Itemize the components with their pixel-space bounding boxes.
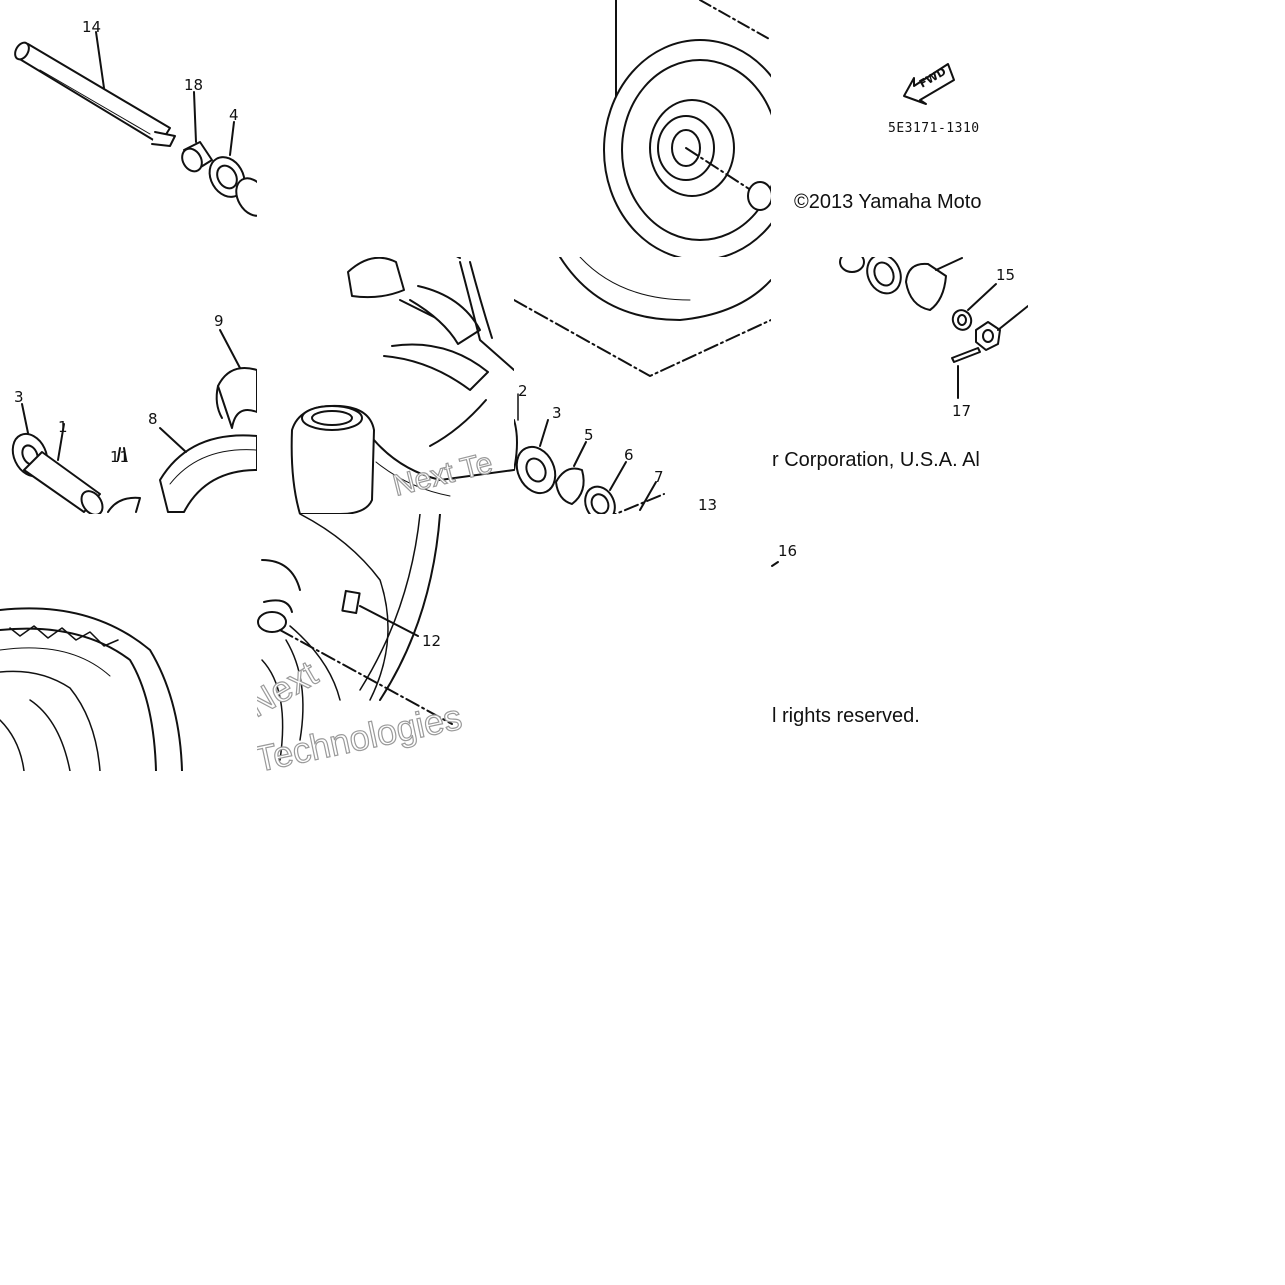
watermark: Techn Next Te ologies Next Technologies [257, 263, 691, 771]
axle-group [14, 31, 257, 217]
callout-11: 11 [110, 448, 129, 466]
fwd-arrow-icon [903, 63, 955, 105]
callout-labels: 14 18 4 9 3 1 11 8 2 3 5 6 7 13 15 17 16… [14, 18, 1015, 650]
callout-9: 9 [214, 312, 224, 330]
callout-6: 6 [624, 446, 634, 464]
callout-17: 17 [952, 402, 971, 420]
callout-18: 18 [184, 76, 203, 94]
wheel-spokes [257, 514, 453, 761]
callout-3b: 3 [552, 404, 562, 422]
svg-text:ologies: ologies [513, 506, 612, 555]
collar-part [181, 91, 213, 173]
callout-7: 7 [654, 468, 664, 486]
right-hub-parts [514, 257, 771, 514]
left-hub-parts [11, 329, 257, 514]
axle-nut-parts [839, 257, 1028, 399]
callout-13: 13 [698, 496, 717, 514]
callout-14: 14 [82, 18, 101, 36]
callout-1: 1 [58, 418, 68, 436]
wheel-left [0, 607, 183, 771]
copyright-line-1: ©2013 Yamaha Moto [794, 191, 981, 213]
part-code: 5E3171-1310 [888, 121, 980, 136]
callout-3: 3 [14, 388, 24, 406]
brake-disk [603, 0, 771, 257]
callout-16: 16 [778, 542, 797, 560]
callout-12: 12 [422, 632, 441, 650]
callout-8: 8 [148, 410, 158, 428]
callout-2: 2 [518, 382, 528, 400]
callout-15: 15 [996, 266, 1015, 284]
copyright-line-2: r Corporation, U.S.A. Al [772, 449, 980, 471]
copyright-line-3: l rights reserved. [772, 705, 920, 727]
svg-text:Techn: Techn [582, 263, 691, 334]
callout-5: 5 [584, 426, 594, 444]
bearing-part [208, 121, 246, 198]
hub-casting [290, 257, 514, 514]
callout-4: 4 [229, 106, 239, 124]
